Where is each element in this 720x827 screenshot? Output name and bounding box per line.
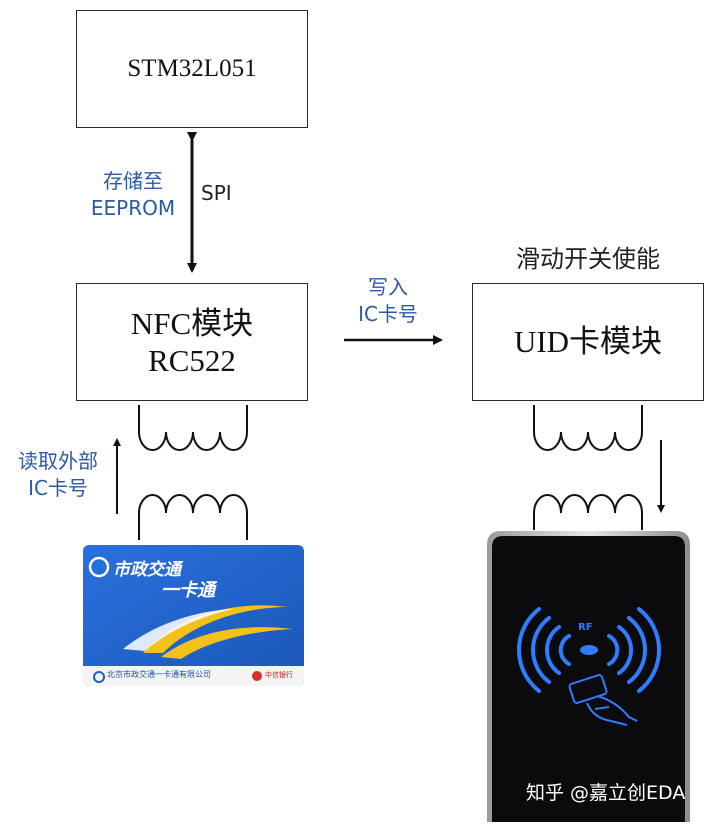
store-eeprom-label: 存储至 EEPROM (68, 168, 198, 222)
write-ic-label: 写入 IC卡号 (338, 274, 438, 328)
uid-module-box: UID卡模块 (472, 283, 704, 401)
rf-label: RF (578, 622, 593, 633)
nfc-label: NFC模块 (130, 305, 254, 341)
card-subtitle: 一卡通 (161, 580, 215, 601)
read-line1: 读取外部 (18, 449, 98, 473)
store-line1: 存储至 (103, 169, 163, 193)
slide-switch-label: 滑动开关使能 (516, 245, 660, 273)
spi-label: SPI (201, 181, 232, 205)
card-title: 市政交通 (113, 560, 181, 580)
uid-reader-image: RF (487, 531, 690, 822)
nfc-coil-top (138, 405, 248, 451)
mcu-box: STM32L051 (76, 10, 308, 128)
store-line2: EEPROM (90, 196, 176, 220)
card-company: 北京市政交通一卡通有限公司 (107, 670, 211, 679)
mcu-label: STM32L051 (127, 55, 257, 82)
uid-label: UID卡模块 (513, 324, 663, 360)
watermark: 知乎 @嘉立创EDA (526, 782, 686, 804)
card-bank: 中信银行 (265, 671, 293, 679)
uid-coil-bottom (533, 494, 643, 530)
card-logo-icon (88, 556, 110, 578)
read-ic-label: 读取外部 IC卡号 (0, 448, 116, 502)
nfc-module-box: NFC模块 RC522 (76, 283, 308, 401)
read-line2: IC卡号 (28, 476, 88, 500)
ic-card-image: 市政交通 一卡通 北京市政交通一卡通有限公司 中信银行 (83, 545, 304, 686)
uid-coil-top (533, 405, 643, 451)
nfc-coil-bottom (138, 494, 248, 540)
write-line1: 写入 (368, 275, 408, 299)
rc522-label: RC522 (148, 343, 236, 378)
write-line2: IC卡号 (358, 302, 418, 326)
